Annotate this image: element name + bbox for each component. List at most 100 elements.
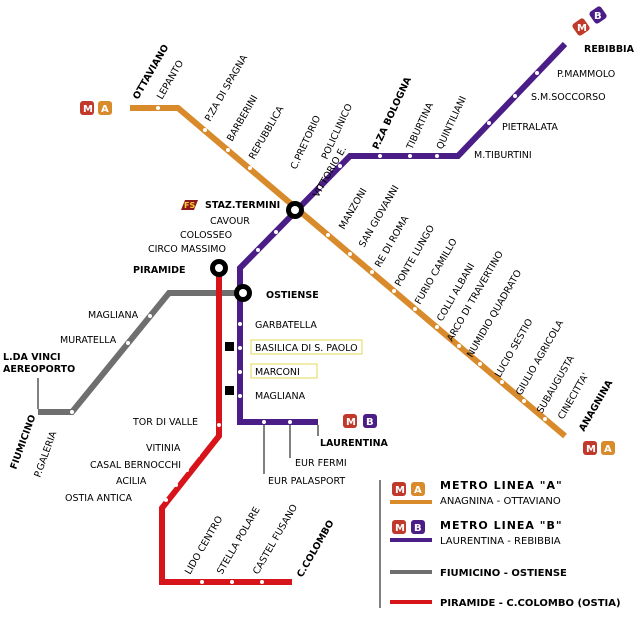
station-label: MURATELLA bbox=[60, 335, 117, 346]
station-label: P.GALERIA bbox=[32, 429, 59, 479]
interchange-termini[interactable] bbox=[286, 201, 304, 219]
badge-rebibbia: M B bbox=[572, 6, 607, 36]
station-square-marker bbox=[225, 386, 234, 395]
station-label: BASILICA DI S. PAOLO bbox=[255, 343, 358, 354]
station-label: S.M.SOCCORSO bbox=[531, 92, 606, 103]
station-dot[interactable] bbox=[238, 394, 242, 398]
station-dot[interactable] bbox=[500, 380, 504, 384]
station-dot[interactable] bbox=[185, 468, 189, 472]
svg-text:PIRAMIDE - C.COLOMBO (OSTIA): PIRAMIDE - C.COLOMBO (OSTIA) bbox=[440, 598, 621, 609]
station-dot[interactable] bbox=[148, 314, 152, 318]
station-dot[interactable] bbox=[522, 399, 526, 403]
station-dot[interactable] bbox=[513, 94, 517, 98]
label-termini: STAZ.TERMINI bbox=[205, 200, 280, 211]
label-ostiense: OSTIENSE bbox=[266, 290, 319, 301]
station-dot[interactable] bbox=[457, 344, 461, 348]
label-piramide: PIRAMIDE bbox=[133, 265, 186, 276]
station-label: M.TIBURTINI bbox=[474, 150, 532, 161]
line-a-dots bbox=[156, 106, 547, 421]
svg-text:M: M bbox=[577, 23, 587, 34]
highlight-box bbox=[250, 339, 363, 355]
airport-line-2: AEREOPORTO bbox=[3, 364, 75, 375]
station-dot[interactable] bbox=[238, 346, 242, 350]
legend-line-a: M A METRO LINEA "A" ANAGNINA - OTTAVIANO bbox=[390, 479, 562, 507]
svg-text:LAURENTINA - REBIBBIA: LAURENTINA - REBIBBIA bbox=[440, 536, 561, 547]
station-label: CAVOUR bbox=[210, 216, 250, 227]
legend-ostiense: FIUMICINO - OSTIENSE bbox=[390, 568, 567, 579]
station-dot[interactable] bbox=[487, 121, 491, 125]
badge-laurentina: M B bbox=[343, 414, 377, 428]
station-dot[interactable] bbox=[217, 423, 221, 427]
interchange-ostiense[interactable] bbox=[234, 284, 252, 302]
station-dot[interactable] bbox=[370, 270, 374, 274]
station-dot[interactable] bbox=[478, 362, 482, 366]
ostia-dots bbox=[164, 423, 264, 584]
svg-text:FS: FS bbox=[184, 201, 195, 210]
station-dot[interactable] bbox=[435, 325, 439, 329]
station-dot[interactable] bbox=[126, 341, 130, 345]
station-dot[interactable] bbox=[203, 128, 207, 132]
station-dot[interactable] bbox=[238, 370, 242, 374]
station-dot[interactable] bbox=[413, 307, 417, 311]
station-label: OSTIA ANTICA bbox=[65, 493, 132, 504]
station-label: CIRCO MASSIMO bbox=[148, 244, 226, 255]
station-label: QUINTILIANI bbox=[435, 95, 469, 152]
svg-text:ANAGNINA - OTTAVIANO: ANAGNINA - OTTAVIANO bbox=[440, 496, 561, 507]
svg-text:B: B bbox=[414, 523, 422, 534]
ostia-track bbox=[159, 268, 292, 585]
station-dot[interactable] bbox=[288, 420, 292, 424]
station-dot[interactable] bbox=[543, 417, 547, 421]
svg-text:A: A bbox=[101, 104, 109, 115]
svg-text:A: A bbox=[414, 485, 422, 496]
badge-ottaviano: M A bbox=[80, 101, 112, 115]
ostiense-track bbox=[38, 290, 244, 415]
station-dot[interactable] bbox=[435, 154, 439, 158]
label-airport: L.DA VINCI AEREOPORTO bbox=[3, 352, 75, 375]
station-label: TIBURTINA bbox=[404, 101, 436, 153]
station-dot[interactable] bbox=[260, 580, 264, 584]
svg-text:FIUMICINO - OSTIENSE: FIUMICINO - OSTIENSE bbox=[440, 568, 567, 579]
ostiense-dots bbox=[70, 314, 152, 414]
badge-anagnina: M A bbox=[583, 441, 615, 455]
station-label: P.MAMMOLO bbox=[557, 69, 615, 80]
station-dot[interactable] bbox=[262, 420, 266, 424]
legend-ostia: PIRAMIDE - C.COLOMBO (OSTIA) bbox=[390, 598, 621, 609]
station-label: GARBATELLA bbox=[255, 320, 317, 331]
station-dot[interactable] bbox=[230, 580, 234, 584]
station-label: TOR DI VALLE bbox=[132, 417, 198, 428]
station-square-marker bbox=[225, 342, 234, 351]
svg-text:B: B bbox=[594, 11, 602, 22]
station-dot[interactable] bbox=[318, 185, 322, 189]
station-dot[interactable] bbox=[196, 453, 200, 457]
station-label: MARCONI bbox=[255, 367, 300, 378]
station-dot[interactable] bbox=[164, 498, 168, 502]
station-dot[interactable] bbox=[274, 230, 278, 234]
station-dot[interactable] bbox=[378, 154, 382, 158]
station-dot[interactable] bbox=[238, 322, 242, 326]
svg-text:M: M bbox=[83, 104, 93, 115]
station-label: MAGLIANA bbox=[255, 391, 306, 402]
station-label: BARBERINI bbox=[225, 93, 260, 143]
station-dot[interactable] bbox=[348, 252, 352, 256]
station-dot[interactable] bbox=[70, 410, 74, 414]
station-dot[interactable] bbox=[226, 148, 230, 152]
station-dot[interactable] bbox=[408, 154, 412, 158]
svg-text:M: M bbox=[346, 417, 356, 428]
interchange-piramide[interactable] bbox=[210, 259, 228, 277]
svg-text:M: M bbox=[395, 485, 405, 496]
station-label: PIETRALATA bbox=[502, 122, 558, 133]
terminal-rebibbia: REBIBBIA bbox=[584, 44, 635, 55]
legend-line-b: M B METRO LINEA "B" LAURENTINA - REBIBBI… bbox=[390, 519, 562, 547]
station-dot[interactable] bbox=[392, 289, 396, 293]
station-dot[interactable] bbox=[156, 106, 160, 110]
station-dot[interactable] bbox=[248, 166, 252, 170]
station-dot[interactable] bbox=[326, 233, 330, 237]
station-dot[interactable] bbox=[535, 71, 539, 75]
station-label: COLOSSEO bbox=[180, 230, 232, 241]
station-dot[interactable] bbox=[200, 580, 204, 584]
station-label: CASAL BERNOCCHI bbox=[90, 460, 181, 471]
station-dot[interactable] bbox=[174, 483, 178, 487]
station-dot[interactable] bbox=[338, 164, 342, 168]
airport-line-1: L.DA VINCI bbox=[3, 352, 61, 363]
station-dot[interactable] bbox=[256, 248, 260, 252]
